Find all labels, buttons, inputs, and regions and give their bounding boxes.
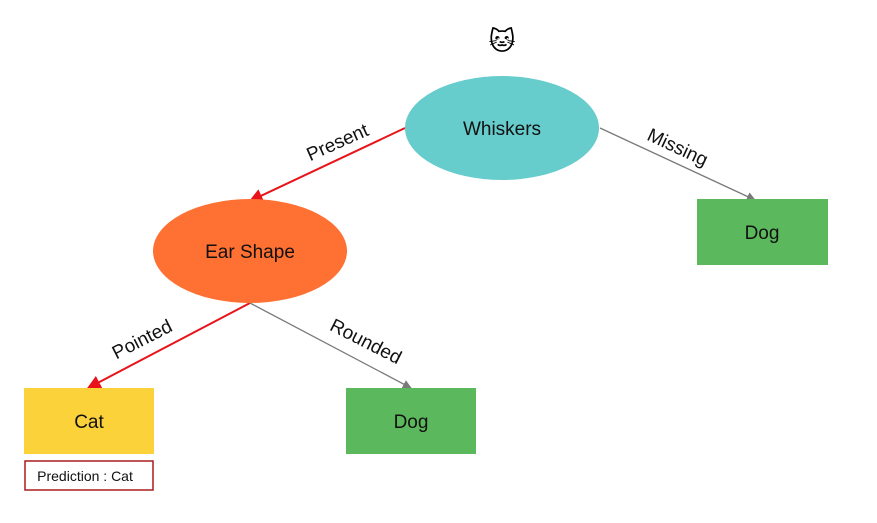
root-node-whiskers xyxy=(405,76,599,180)
leaf-node-label-dog-missing: Dog xyxy=(745,223,780,244)
prediction-box xyxy=(24,460,154,491)
leaf-node-dog-missing xyxy=(697,199,828,265)
edge-rounded-arrow xyxy=(249,302,412,389)
edge-present-arrow xyxy=(248,127,406,202)
cat-face-icon: 🐱 xyxy=(488,27,515,57)
prediction-label: Prediction : Cat xyxy=(37,468,133,484)
decision-node-label: Ear Shape xyxy=(205,242,295,263)
edge-pointed-arrow xyxy=(86,302,251,389)
leaf-node-cat-pointed xyxy=(24,388,154,454)
leaf-node-label-dog-rounded: Dog xyxy=(394,412,429,433)
root-node-label: Whiskers xyxy=(463,119,541,140)
decision-node-ear-shape xyxy=(153,199,347,303)
edge-label-pointed: Pointed xyxy=(109,316,176,364)
edge-label-rounded: Rounded xyxy=(326,315,404,369)
leaf-node-label-cat-pointed: Cat xyxy=(74,412,104,433)
leaf-node-dog-rounded xyxy=(346,388,476,454)
edge-missing-arrow xyxy=(599,127,756,201)
